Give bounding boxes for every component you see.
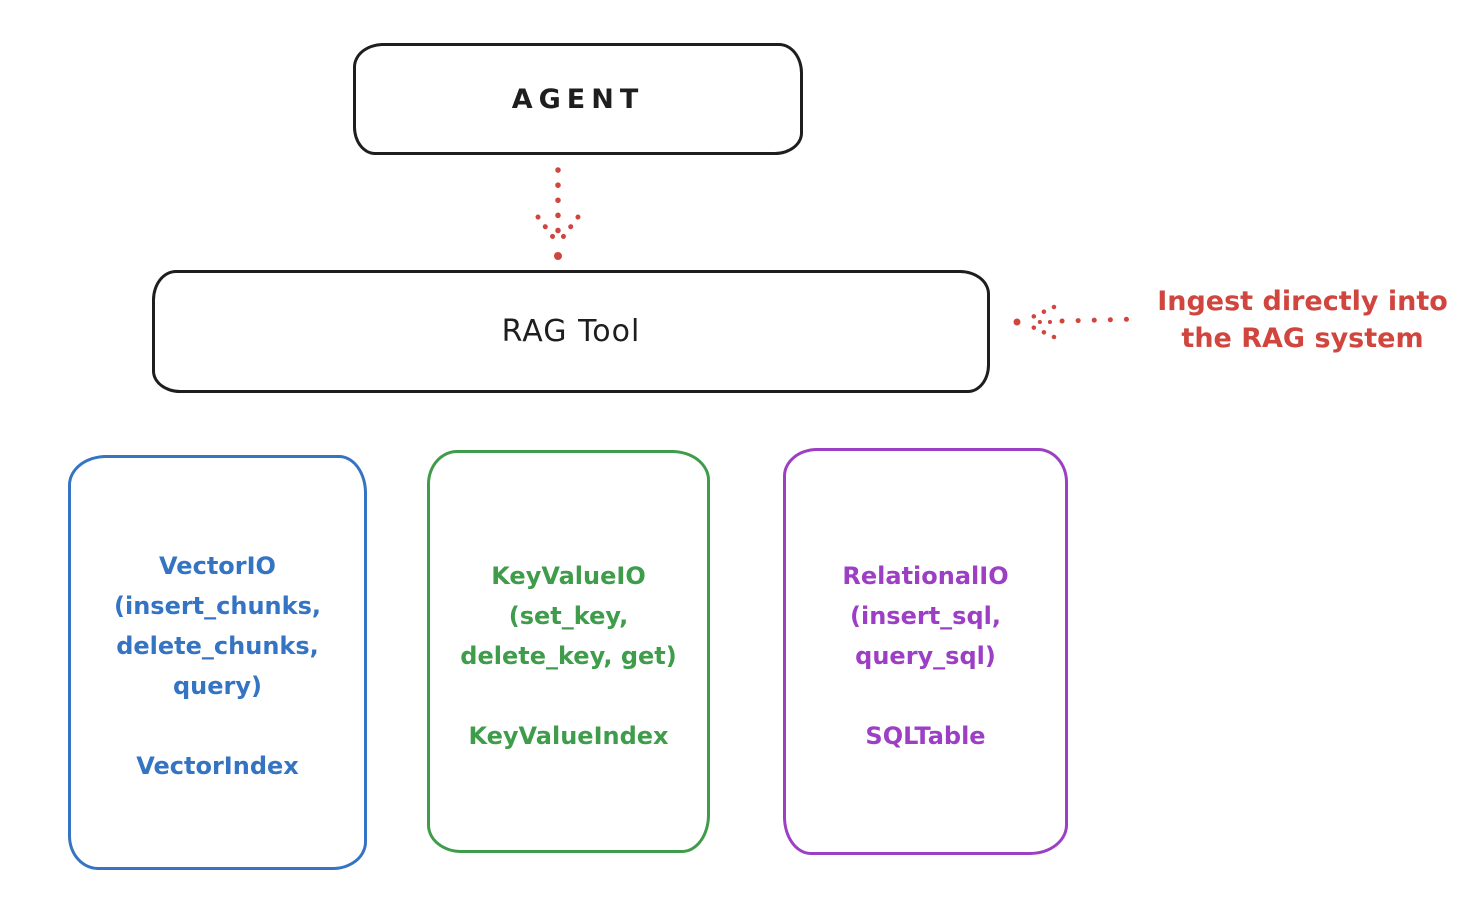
agent-label: AGENT	[511, 83, 645, 115]
keyvalue-io-line: KeyValueIO	[491, 562, 646, 590]
relational-io-box: RelationalIO (insert_sql, query_sql) SQL…	[783, 448, 1068, 855]
vector-io-line: VectorIO	[159, 552, 276, 580]
ingest-arrow-icon	[1013, 304, 1141, 340]
ingest-annotation-line2: the RAG system	[1181, 323, 1424, 354]
vector-index-label: VectorIndex	[136, 752, 299, 780]
relational-io-line: RelationalIO	[842, 562, 1009, 590]
vector-io-line: delete_chunks,	[116, 632, 319, 660]
keyvalue-io-line: (set_key,	[508, 602, 629, 630]
keyvalue-io-line: delete_key, get)	[460, 642, 677, 670]
vector-io-line: (insert_chunks,	[114, 592, 321, 620]
relational-io-line: query_sql)	[855, 642, 996, 670]
vector-io-line: query)	[173, 672, 262, 700]
ingest-annotation-line1: Ingest directly into	[1157, 286, 1448, 317]
ingest-annotation: Ingest directly into the RAG system	[1130, 283, 1475, 357]
keyvalue-io-box: KeyValueIO (set_key, delete_key, get) Ke…	[427, 450, 710, 853]
keyvalue-index-label: KeyValueIndex	[468, 722, 669, 750]
sql-table-label: SQLTable	[865, 722, 986, 750]
rag-tool-box: RAG Tool	[152, 270, 990, 393]
rag-tool-label: RAG Tool	[501, 314, 641, 349]
relational-io-line: (insert_sql,	[850, 602, 1001, 630]
agent-to-ragtool-arrow-icon	[535, 167, 581, 260]
agent-box: AGENT	[353, 43, 803, 155]
vector-io-box: VectorIO (insert_chunks, delete_chunks, …	[68, 455, 367, 870]
